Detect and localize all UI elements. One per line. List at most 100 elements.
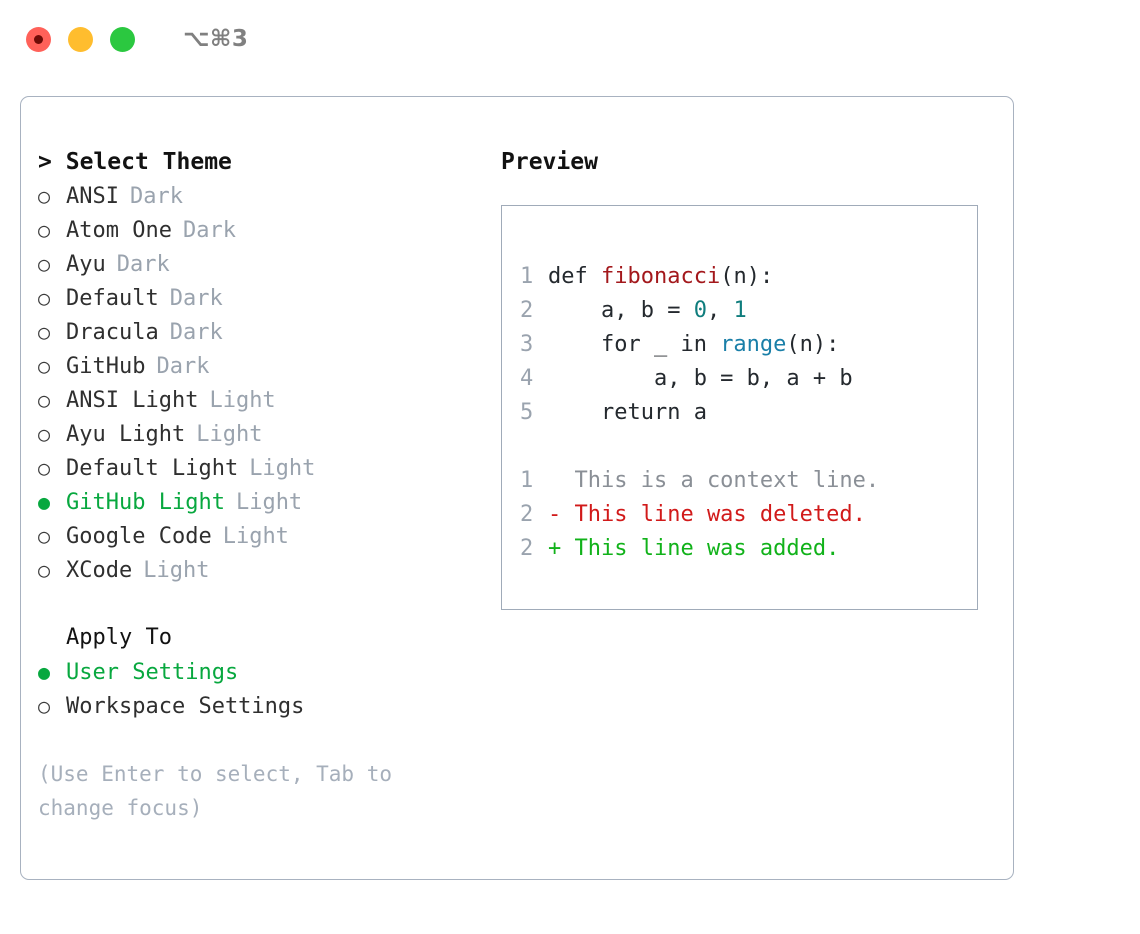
theme-option-label: GitHub (66, 354, 146, 379)
theme-option-xcode[interactable]: ○ XCode Light (38, 553, 488, 587)
theme-variant-tag: Light (209, 388, 276, 413)
line-number: 5 (520, 400, 534, 425)
theme-option-ansi[interactable]: ○ ANSI Dark (38, 179, 488, 213)
line-number: 3 (520, 332, 534, 357)
radio-unselected-icon: ○ (38, 354, 51, 378)
radio-unselected-icon: ○ (38, 456, 51, 480)
theme-option-label: XCode (66, 558, 133, 583)
theme-variant-tag: Dark (156, 354, 210, 379)
theme-option-label: Default (66, 286, 159, 311)
theme-option-label: Ayu (66, 252, 106, 277)
radio-unselected-icon: ○ (38, 388, 51, 412)
radio-selected-icon: ● (38, 660, 51, 684)
keyboard-hint-text: (Use Enter to select, Tab to change focu… (38, 762, 405, 820)
radio-unselected-icon: ○ (38, 184, 51, 208)
diff-sample: 1 This is a context line.2- This line wa… (520, 464, 977, 566)
theme-option-default[interactable]: ○ Default Dark (38, 281, 488, 315)
code-token: , (706, 298, 734, 323)
line-number: 1 (520, 468, 534, 493)
spacer (520, 430, 977, 464)
radio-unselected-icon: ○ (38, 558, 51, 582)
maximize-button[interactable] (110, 26, 135, 52)
theme-variant-tag: Light (143, 558, 210, 583)
keyboard-shortcut-label: ⌥⌘3 (183, 26, 249, 52)
theme-option-label: Google Code (66, 524, 212, 549)
line-number: 1 (520, 264, 534, 289)
code-line: 1 def fibonacci(n): (520, 260, 977, 294)
line-number: 2 (520, 298, 534, 323)
diff-line-text: - This line was deleted. (548, 502, 866, 527)
close-button[interactable] (26, 26, 51, 52)
radio-unselected-icon: ○ (38, 524, 51, 548)
diff-line: 1 This is a context line. (520, 464, 977, 498)
code-token: range (720, 332, 787, 357)
focus-caret-icon: > (38, 149, 52, 175)
diff-line: 2- This line was deleted. (520, 498, 977, 532)
theme-option-label: GitHub Light (66, 490, 225, 515)
theme-option-default-light[interactable]: ○ Default Light Light (38, 451, 488, 485)
code-line: 3 for _ in range(n): (520, 328, 977, 362)
page-title: Select Theme (65, 149, 232, 175)
theme-variant-tag: Light (196, 422, 263, 447)
radio-unselected-icon: ○ (38, 252, 51, 276)
code-token: a, b = (548, 298, 694, 323)
apply-to-option-label: Workspace Settings (66, 694, 305, 719)
diff-line: 2 + This line was added. (520, 532, 977, 566)
apply-to-list: ●User Settings○Workspace Settings (38, 655, 488, 723)
theme-option-label: Default Light (66, 456, 239, 481)
theme-variant-tag: Dark (129, 184, 183, 209)
code-token: 0 (693, 298, 707, 323)
theme-variant-tag: Dark (182, 218, 236, 243)
code-token: for _ in (548, 332, 721, 357)
titlebar: ⌥⌘3 (0, 0, 1140, 78)
pane-title: > Select Theme (38, 145, 488, 179)
theme-option-label: Atom One (66, 218, 172, 243)
theme-option-ayu[interactable]: ○ Ayu Dark (38, 247, 488, 281)
theme-option-label: Dracula (66, 320, 159, 345)
diff-line-text: This is a context line. (548, 468, 880, 493)
line-number: 2 (520, 536, 534, 561)
radio-unselected-icon: ○ (38, 286, 51, 310)
window-controls (26, 26, 135, 52)
code-token: 1 (733, 298, 747, 323)
theme-variant-tag: Dark (169, 320, 223, 345)
code-token: (n): (786, 332, 840, 357)
theme-variant-tag: Light (235, 490, 303, 515)
code-line: 5 return a (520, 396, 977, 430)
theme-option-ayu-light[interactable]: ○ Ayu Light Light (38, 417, 488, 451)
radio-unselected-icon: ○ (38, 218, 51, 242)
theme-variant-tag: Light (249, 456, 316, 481)
code-token: def (548, 264, 601, 289)
theme-option-google-code[interactable]: ○ Google Code Light (38, 519, 488, 553)
spacer (38, 587, 488, 621)
minimize-button[interactable] (68, 26, 93, 52)
code-line: 2 a, b = 0, 1 (520, 294, 977, 328)
code-token: (n): (720, 264, 774, 289)
theme-option-label: Ayu Light (66, 422, 186, 447)
theme-variant-tag: Dark (169, 286, 223, 311)
theme-variant-tag: Dark (116, 252, 170, 277)
radio-unselected-icon: ○ (38, 422, 51, 446)
theme-option-atom-one[interactable]: ○ Atom One Dark (38, 213, 488, 247)
apply-to-heading: Apply To (66, 625, 172, 650)
theme-variant-tag: Light (222, 524, 289, 549)
theme-option-github[interactable]: ○ GitHub Dark (38, 349, 488, 383)
code-token: a, b = b, a + b (548, 366, 853, 391)
diff-line-text: + This line was added. (548, 536, 840, 561)
apply-to-option-user-settings[interactable]: ●User Settings (38, 655, 488, 689)
preview-title: Preview (501, 149, 598, 175)
theme-option-label: ANSI (66, 184, 119, 209)
apply-to-option-workspace-settings[interactable]: ○Workspace Settings (38, 689, 488, 723)
line-number: 4 (520, 366, 534, 391)
code-token: fibonacci (600, 264, 721, 289)
